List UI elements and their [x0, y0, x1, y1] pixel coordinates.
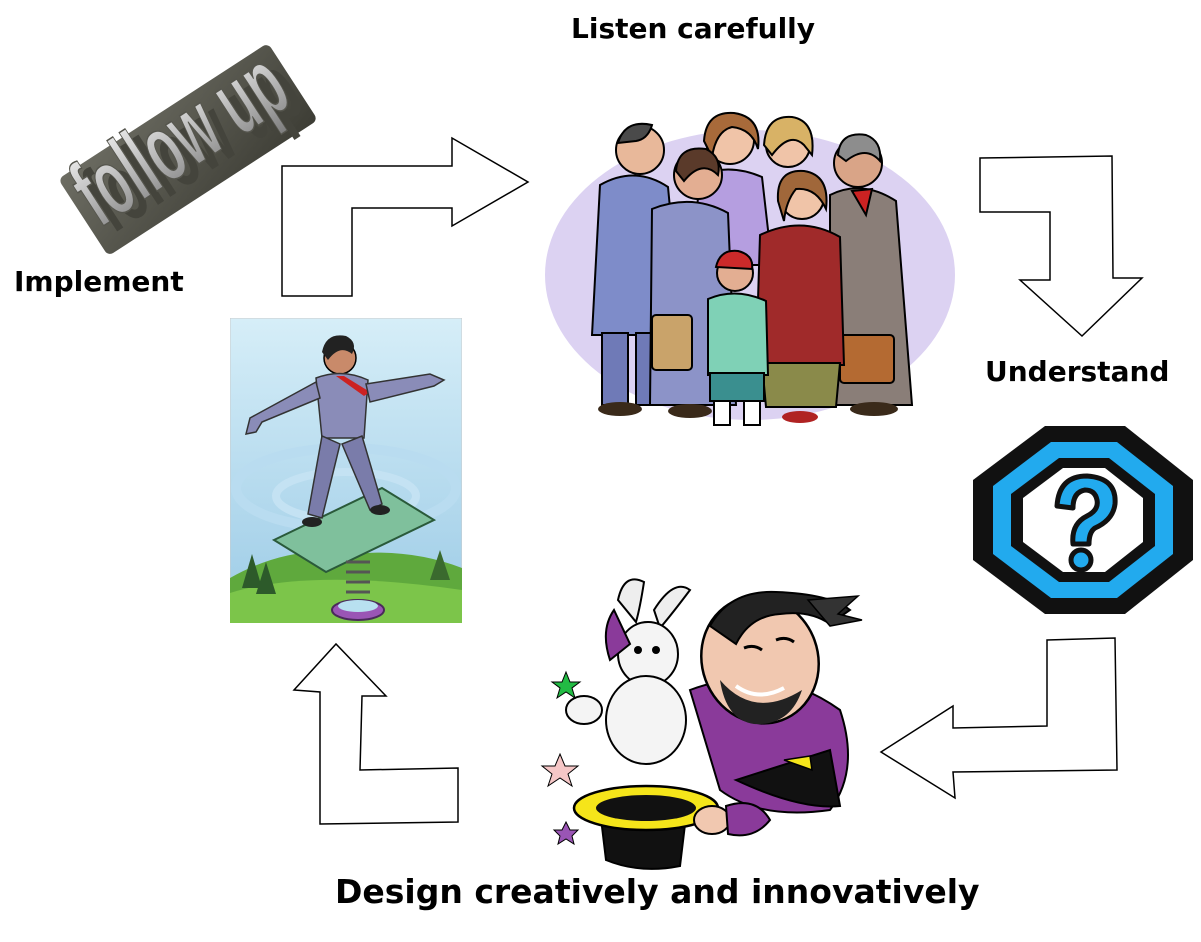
step-label-understand: Understand	[985, 355, 1170, 388]
step-label-design: Design creatively and innovatively	[335, 872, 980, 911]
businessman-on-springboard-clipart	[230, 318, 462, 623]
arrow-to-design	[875, 630, 1125, 805]
people-group-clipart	[540, 105, 960, 440]
arrow-to-understand	[970, 150, 1150, 345]
magician-with-rabbit-clipart	[540, 570, 880, 870]
step-label-implement: Implement	[14, 265, 184, 298]
arrow-to-implement	[290, 640, 470, 832]
question-mark-icon	[965, 420, 1201, 620]
follow-up-logo: follow up follow up	[40, 40, 320, 255]
step-label-listen: Listen carefully	[571, 12, 816, 45]
arrow-to-listen	[270, 130, 540, 305]
